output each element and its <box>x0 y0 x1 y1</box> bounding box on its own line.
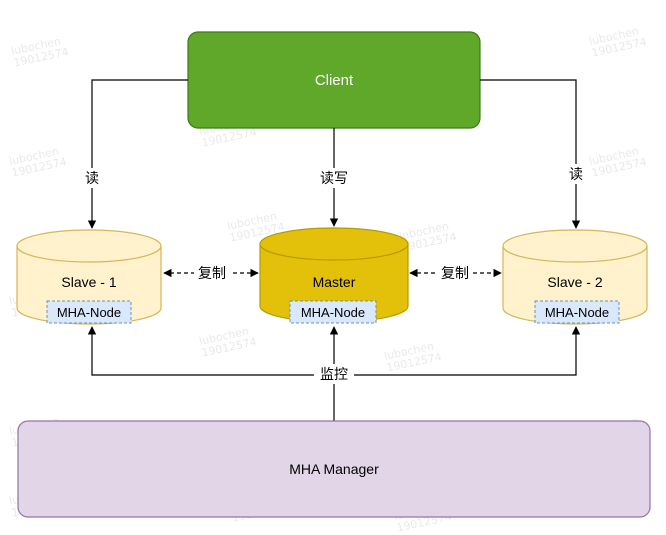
client-node: Client <box>187 31 481 129</box>
edge-client-slave1: 读 <box>82 79 188 229</box>
edge-label-replicate-right: 复制 <box>441 265 469 281</box>
mha-node-badge-master: MHA-Node <box>289 300 377 324</box>
edge-replicate-right: 复制 <box>409 264 502 284</box>
edge-label-monitor: 监控 <box>320 366 348 382</box>
master-label: Master <box>313 274 356 290</box>
mha-node-label: MHA-Node <box>301 305 365 320</box>
manager-label: MHA Manager <box>289 461 379 477</box>
manager-node: MHA Manager <box>17 420 651 518</box>
mha-node-badge-slave1: MHA-Node <box>46 300 132 324</box>
edge-label-read-write: 读写 <box>320 170 348 186</box>
edge-label-read-right: 读 <box>569 166 583 182</box>
edge-client-master: 读写 <box>315 128 353 227</box>
mha-node-badge-slave2: MHA-Node <box>534 300 620 324</box>
mha-node-label: MHA-Node <box>57 305 121 320</box>
edge-label-read-left: 读 <box>85 170 99 186</box>
slave1-label: Slave - 1 <box>61 274 116 290</box>
client-label: Client <box>315 72 354 89</box>
edge-monitor: 监控 <box>87 326 581 421</box>
mha-node-label: MHA-Node <box>545 305 609 320</box>
slave2-label: Slave - 2 <box>547 274 602 290</box>
edge-replicate-left: 复制 <box>163 264 259 284</box>
edge-label-replicate-left: 复制 <box>198 265 226 281</box>
edge-client-slave2: 读 <box>480 79 588 229</box>
